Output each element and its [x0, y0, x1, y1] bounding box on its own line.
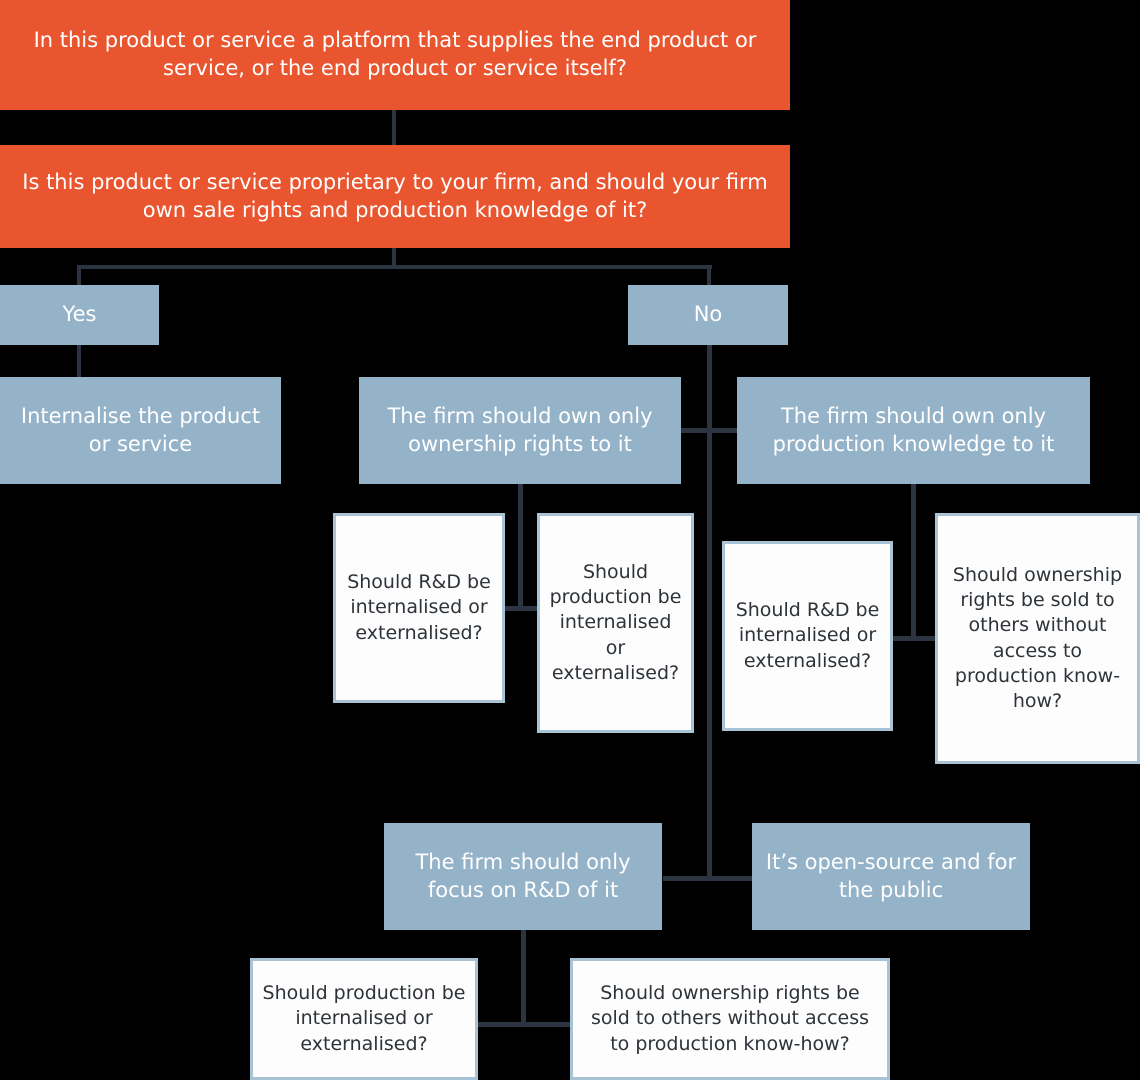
question-node-ownership-sold-bottom-label: Should ownership rights be sold to other…: [590, 982, 870, 1055]
connector-no-trunk: [707, 344, 712, 880]
connector-q2-stem: [392, 247, 396, 267]
outcome-node-internalise-label: Internalise the product or service: [20, 403, 261, 456]
question-node-rd-internalised-left[interactable]: Should R&D be internalised or externalis…: [333, 513, 505, 703]
connector-ownership-rights-stem: [518, 484, 523, 610]
question-node-rd-internalised-left-label: Should R&D be internalised or externalis…: [347, 571, 491, 644]
question-node-production-internalised-left-label: Should production be internalised or ext…: [549, 561, 682, 684]
question-node-rd-internalised-mid[interactable]: Should R&D be internalised or externalis…: [722, 541, 893, 731]
answer-node-yes[interactable]: Yes: [0, 285, 159, 345]
connector-focus-rd-branch: [478, 1022, 570, 1027]
outcome-node-open-source[interactable]: It’s open-source and for the public: [752, 823, 1030, 930]
connector-q1-to-q2: [392, 110, 396, 147]
question-node-production-internalised-left[interactable]: Should production be internalised or ext…: [537, 513, 694, 733]
answer-node-no[interactable]: No: [628, 285, 788, 345]
question-node-platform-label: In this product or service a platform th…: [33, 28, 757, 80]
connector-trunk-arm-lower: [663, 876, 755, 881]
connector-production-knowledge-branch: [893, 636, 935, 641]
outcome-node-own-ownership-rights-label: The firm should own only ownership right…: [387, 403, 653, 456]
outcome-node-own-ownership-rights[interactable]: The firm should own only ownership right…: [359, 377, 681, 484]
outcome-node-focus-rd[interactable]: The firm should only focus on R&D of it: [384, 823, 662, 930]
outcome-node-internalise[interactable]: Internalise the product or service: [0, 377, 281, 484]
connector-ownership-rights-branch: [500, 606, 542, 611]
question-node-proprietary-label: Is this product or service proprietary t…: [22, 169, 768, 222]
connector-split-bar-yes-no: [77, 265, 712, 269]
connector-yes-to-internalise: [77, 344, 81, 379]
question-node-platform[interactable]: In this product or service a platform th…: [0, 0, 790, 110]
connector-trunk-arm-upper: [679, 428, 739, 433]
outcome-node-focus-rd-label: The firm should only focus on R&D of it: [415, 849, 631, 902]
connector-focus-rd-stem: [521, 930, 526, 1026]
question-node-production-internalised-bottom-label: Should production be internalised or ext…: [262, 982, 466, 1055]
question-node-production-internalised-bottom[interactable]: Should production be internalised or ext…: [250, 958, 478, 1080]
outcome-node-own-production-knowledge[interactable]: The firm should own only production know…: [737, 377, 1090, 484]
outcome-node-own-production-knowledge-label: The firm should own only production know…: [772, 403, 1055, 456]
answer-node-no-label: No: [693, 302, 723, 327]
question-node-proprietary[interactable]: Is this product or service proprietary t…: [0, 145, 790, 248]
question-node-ownership-sold-right[interactable]: Should ownership rights be sold to other…: [935, 513, 1140, 764]
answer-node-yes-label: Yes: [62, 302, 97, 327]
connector-to-yes: [77, 265, 81, 287]
connector-to-no: [707, 265, 711, 287]
connector-production-knowledge-stem: [911, 484, 916, 640]
question-node-ownership-sold-right-label: Should ownership rights be sold to other…: [952, 564, 1123, 712]
outcome-node-open-source-label: It’s open-source and for the public: [765, 849, 1017, 902]
question-node-rd-internalised-mid-label: Should R&D be internalised or externalis…: [735, 599, 880, 672]
question-node-ownership-sold-bottom[interactable]: Should ownership rights be sold to other…: [570, 958, 890, 1080]
